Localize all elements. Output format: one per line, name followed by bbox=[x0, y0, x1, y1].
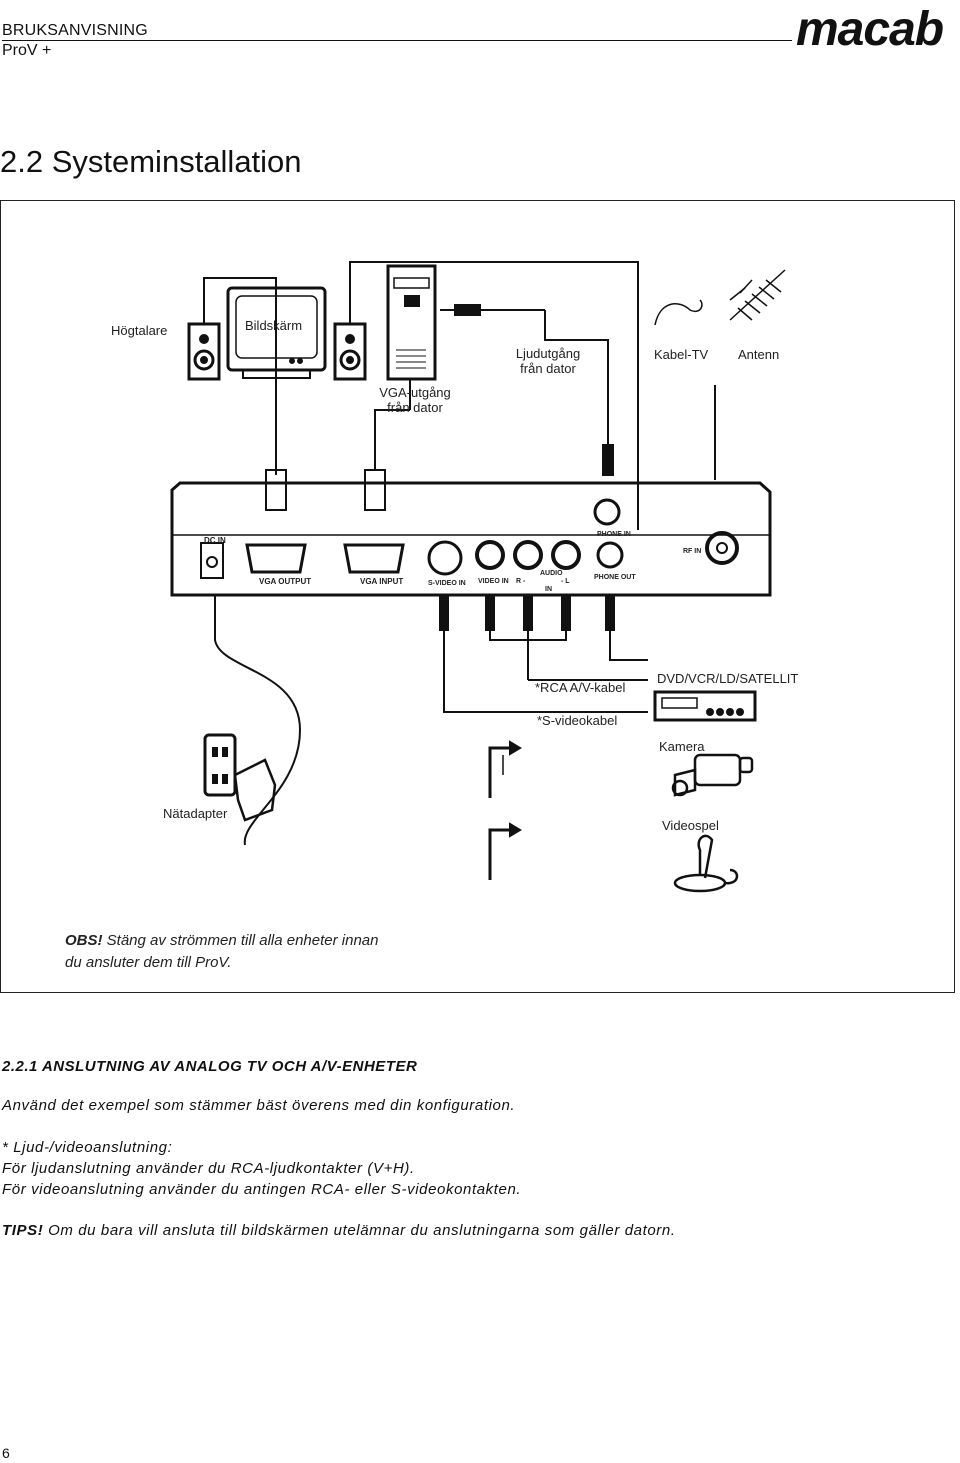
joystick-icon bbox=[673, 834, 739, 893]
speaker-cable-right bbox=[349, 261, 639, 530]
section-intro: Använd det exempel som stämmer bäst över… bbox=[2, 1097, 516, 1114]
obs-prefix: OBS! bbox=[65, 932, 103, 949]
label-audio-out-line1: Ljudutgång bbox=[515, 346, 581, 361]
port-svideo-in: S-VIDEO IN bbox=[428, 580, 466, 587]
label-adapter: Nätadapter bbox=[163, 806, 228, 821]
tips-prefix: TIPS! bbox=[2, 1222, 44, 1239]
port-l: - L bbox=[561, 578, 570, 585]
label-rca-cable: *RCA A/V-kabel bbox=[535, 680, 626, 695]
power-cable bbox=[214, 595, 302, 846]
port-dc-in: DC IN bbox=[204, 536, 226, 545]
brand-logo: macab bbox=[796, 3, 944, 56]
cable-tv-wire bbox=[654, 299, 703, 326]
label-audio-out: Ljudutgång från dator bbox=[508, 346, 588, 376]
power-adapter-icon bbox=[233, 758, 277, 822]
computer-tower-icon bbox=[386, 264, 437, 381]
section-heading: 2.2.1 ANSLUTNING AV ANALOG TV OCH A/V-EN… bbox=[2, 1058, 418, 1075]
label-cable-tv: Kabel-TV bbox=[654, 347, 709, 362]
header-doc-type: BRUKSANVISNING bbox=[2, 22, 148, 39]
port-phone-out: PHONE OUT bbox=[594, 574, 636, 581]
label-audio-out-line2: från dator bbox=[520, 361, 576, 376]
label-speaker: Högtalare bbox=[111, 323, 168, 338]
label-vga-out-line2: från dator bbox=[387, 400, 443, 415]
header-rule bbox=[2, 40, 792, 41]
connection-diagram bbox=[170, 261, 786, 893]
port-phone-in: PHONE IN bbox=[597, 531, 631, 538]
speaker-right-icon bbox=[333, 322, 367, 381]
diagram-frame bbox=[0, 200, 955, 993]
obs-line1: Stäng av strömmen till alla enheter inna… bbox=[102, 932, 379, 949]
label-vga-out-line1: VGA-utgång bbox=[379, 385, 451, 400]
arrow-svideo bbox=[488, 746, 510, 798]
obs-note: OBS! Stäng av strömmen till alla enheter… bbox=[65, 930, 378, 974]
antenna-icon bbox=[729, 269, 786, 321]
label-antenna: Antenn bbox=[738, 347, 780, 362]
port-vga-output: VGA OUTPUT bbox=[259, 577, 312, 586]
label-camera: Kamera bbox=[659, 739, 705, 754]
label-dvd: DVD/VCR/LD/SATELLIT bbox=[657, 671, 799, 686]
obs-line2: du ansluter dem till ProV. bbox=[65, 954, 232, 971]
arrow-game bbox=[488, 828, 510, 880]
tips-note: TIPS! Om du bara vill ansluta till bilds… bbox=[2, 1222, 676, 1239]
label-monitor: Bildskärm bbox=[245, 318, 303, 333]
label-vga-out: VGA-utgång från dator bbox=[375, 385, 455, 415]
note-title: * Ljud-/videoanslutning: bbox=[2, 1139, 173, 1156]
audio-plug-icon bbox=[440, 304, 545, 316]
prov-unit bbox=[170, 481, 772, 597]
label-game: Videospel bbox=[662, 818, 719, 833]
header-product: ProV + bbox=[2, 42, 52, 59]
note-line2: För videoanslutning använder du antingen… bbox=[2, 1181, 522, 1198]
page-number: 6 bbox=[2, 1445, 10, 1461]
dvd-player-icon bbox=[653, 690, 757, 722]
wall-outlet-icon bbox=[203, 733, 237, 797]
note-line1: För ljudanslutning använder du RCA-ljudk… bbox=[2, 1160, 415, 1177]
port-r: R - bbox=[516, 578, 526, 585]
label-svideo-cable: *S-videokabel bbox=[537, 713, 618, 728]
port-video-in: VIDEO IN bbox=[478, 578, 509, 585]
page-title: 2.2 Systeminstallation bbox=[0, 144, 302, 179]
speaker-cable bbox=[203, 277, 277, 470]
tips-text: Om du bara vill ansluta till bildskärmen… bbox=[43, 1222, 676, 1239]
port-in: IN bbox=[545, 586, 552, 593]
port-vga-input: VGA INPUT bbox=[360, 577, 404, 586]
port-audio: AUDIO bbox=[540, 570, 563, 577]
camera-icon bbox=[671, 753, 754, 797]
speaker-left-icon bbox=[187, 322, 221, 381]
port-rf-in: RF IN bbox=[683, 548, 702, 555]
